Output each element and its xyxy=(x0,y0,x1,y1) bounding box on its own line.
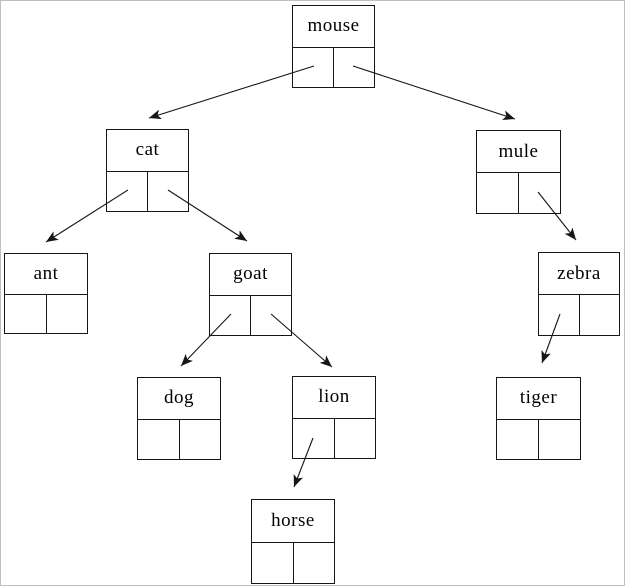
tree-node-ant: ant xyxy=(4,253,88,334)
node-pointer-cells xyxy=(138,419,221,459)
node-label: zebra xyxy=(539,253,619,296)
node-pointer-cells xyxy=(5,294,88,333)
node-pointer-cells xyxy=(293,47,374,87)
tree-node-lion: lion xyxy=(292,376,376,459)
right-pointer-cell xyxy=(539,420,580,459)
node-label: dog xyxy=(138,378,220,420)
node-label: tiger xyxy=(497,378,580,420)
tree-node-mouse: mouse xyxy=(292,5,375,88)
node-label: lion xyxy=(293,377,375,419)
node-pointer-cells xyxy=(252,542,335,583)
right-pointer-cell xyxy=(180,420,221,459)
left-pointer-cell xyxy=(293,47,334,87)
node-label: mouse xyxy=(293,6,374,48)
tree-node-zebra: zebra xyxy=(538,252,620,336)
left-pointer-cell xyxy=(210,295,251,335)
right-pointer-cell xyxy=(294,543,335,583)
right-pointer-cell xyxy=(580,295,620,335)
tree-node-tiger: tiger xyxy=(496,377,581,460)
right-pointer-cell xyxy=(148,172,188,211)
left-pointer-cell xyxy=(138,419,180,459)
node-pointer-cells xyxy=(497,419,580,459)
left-pointer-cell xyxy=(293,418,335,458)
left-pointer-cell xyxy=(107,171,148,211)
tree-node-mule: mule xyxy=(476,130,561,214)
tree-node-goat: goat xyxy=(209,253,292,336)
edge-mouse-right-to-mule xyxy=(352,65,516,121)
left-pointer-cell xyxy=(252,542,294,583)
tree-node-horse: horse xyxy=(251,499,335,584)
tree-node-dog: dog xyxy=(137,377,221,460)
tree-node-cat: cat xyxy=(106,129,189,212)
right-pointer-cell xyxy=(47,295,88,333)
node-label: horse xyxy=(252,500,334,543)
right-pointer-cell xyxy=(334,48,374,87)
node-label: goat xyxy=(210,254,291,296)
node-pointer-cells xyxy=(539,295,619,335)
node-pointer-cells xyxy=(210,295,291,335)
node-pointer-cells xyxy=(477,173,560,213)
right-pointer-cell xyxy=(251,296,291,335)
left-pointer-cell xyxy=(539,295,580,335)
left-pointer-cell xyxy=(497,419,539,459)
node-pointer-cells xyxy=(107,171,188,211)
edge-mouse-left-to-cat xyxy=(148,65,315,120)
node-pointer-cells xyxy=(293,418,376,458)
right-pointer-cell xyxy=(335,419,376,458)
node-label: mule xyxy=(477,131,560,174)
left-pointer-cell xyxy=(477,173,519,213)
right-pointer-cell xyxy=(519,173,560,213)
node-label: cat xyxy=(107,130,188,172)
node-label: ant xyxy=(5,254,87,295)
left-pointer-cell xyxy=(5,294,47,333)
